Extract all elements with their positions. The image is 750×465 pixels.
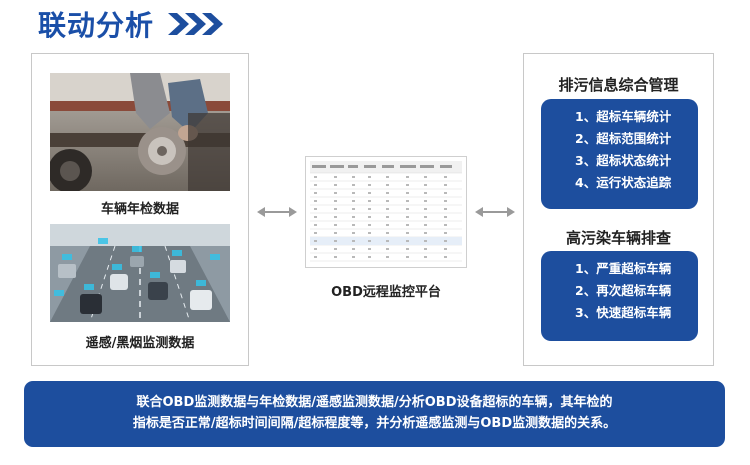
- summary-line-2: 指标是否正常/超标时间间隔/超标程度等，并分析遥感监测与OBD监测数据的关系。: [132, 416, 617, 431]
- summary-banner: 联合OBD监测数据与年检数据/遥感监测数据/分析OBD设备超标的车辆，其年检的 …: [24, 381, 725, 447]
- vehicle-inspection-caption: 车辆年检数据: [100, 202, 179, 217]
- double-arrow-icon: [257, 207, 297, 217]
- list-item: 2、超标范围统计: [575, 131, 672, 146]
- list-item: 1、超标车辆统计: [575, 109, 672, 124]
- high-pollution-list: 1、严重超标车辆 2、再次超标车辆 3、快速超标车辆: [541, 251, 698, 341]
- high-pollution-title: 高污染车辆排查: [565, 229, 671, 247]
- emission-management-title: 排污信息综合管理: [558, 76, 679, 94]
- triple-chevron-right-icon: [168, 13, 223, 35]
- analysis-output-panel: 排污信息综合管理 1、超标车辆统计 2、超标范围统计 3、超标状态统计 4、运行…: [523, 53, 714, 366]
- remote-sensing-photo: [50, 224, 230, 322]
- list-item: 2、再次超标车辆: [575, 283, 672, 298]
- vehicle-inspection-photo: [50, 73, 230, 191]
- double-arrow-icon: [475, 207, 515, 217]
- summary-line-1: 联合OBD监测数据与年检数据/遥感监测数据/分析OBD设备超标的车辆，其年检的: [136, 395, 613, 410]
- remote-sensing-caption: 遥感/黑烟监测数据: [85, 336, 195, 351]
- list-item: 1、严重超标车辆: [575, 261, 672, 276]
- monitoring-table-thumbnail: [305, 156, 467, 268]
- table-preview: [310, 161, 462, 262]
- list-item: 3、快速超标车辆: [575, 305, 672, 320]
- data-source-panel: 车辆年检数据 遥感/黑烟监测数据: [31, 53, 249, 366]
- list-item: 3、超标状态统计: [575, 153, 672, 168]
- list-item: 4、运行状态追踪: [575, 175, 672, 190]
- obd-platform-caption: OBD远程监控平台: [331, 285, 441, 300]
- page-title: 联动分析: [38, 9, 155, 42]
- emission-management-list: 1、超标车辆统计 2、超标范围统计 3、超标状态统计 4、运行状态追踪: [541, 99, 698, 209]
